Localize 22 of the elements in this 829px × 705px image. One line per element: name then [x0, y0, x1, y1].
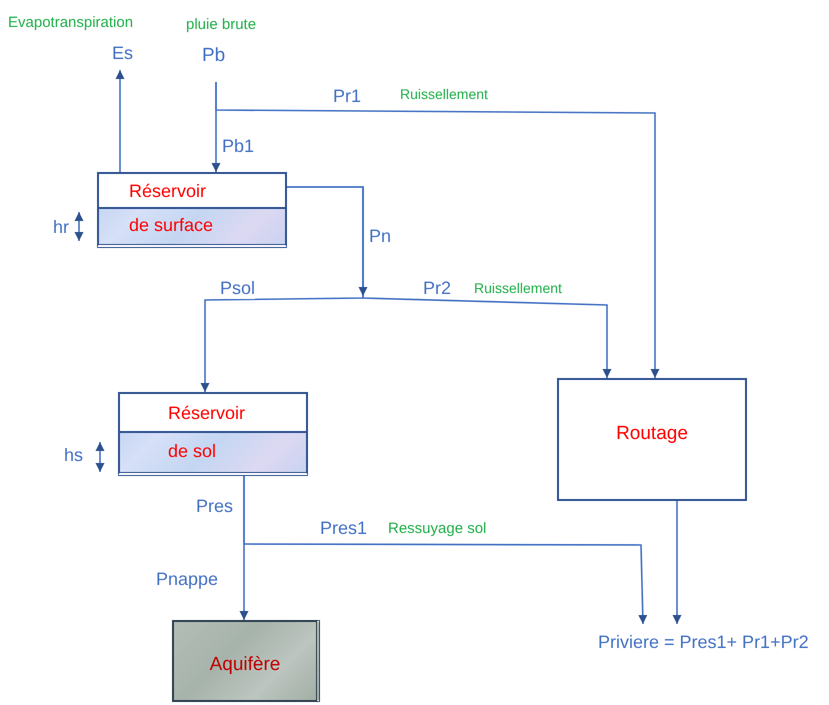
reservoir-box — [118, 392, 308, 476]
reservoir-name: Réservoir de surface — [129, 180, 214, 237]
flow-type-label: Ressuyage sol — [388, 520, 486, 538]
arrow — [116, 70, 124, 172]
aquifer-box — [172, 620, 320, 702]
process-name: Evapotranspiration — [8, 14, 134, 31]
process-box — [557, 378, 747, 501]
reservoir-box — [97, 172, 287, 248]
process-name: Routage — [616, 422, 688, 444]
variable-label: Priviere = Pres1+ Pr1+Pr2 — [598, 632, 809, 653]
arrow — [287, 186, 612, 378]
arrow — [672, 501, 682, 624]
flow-type-label: Ruissellement — [474, 280, 562, 296]
arrow — [215, 82, 660, 378]
process-name: pluie brute — [186, 16, 256, 33]
aquifer-name: Aquifère — [210, 654, 280, 676]
reservoir-name: Réservoir de sol — [168, 402, 246, 463]
arrow — [243, 476, 648, 624]
variable-label: Pb — [202, 45, 226, 67]
variable-label: Es — [112, 43, 134, 64]
flow-type-label: Ruissellement — [400, 86, 488, 102]
arrow — [358, 187, 368, 296]
